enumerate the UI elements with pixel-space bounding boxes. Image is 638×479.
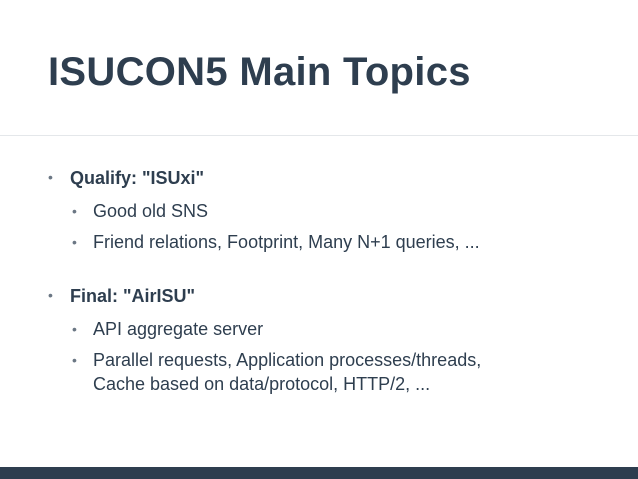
- bullet-icon: •: [72, 321, 77, 337]
- list-item: • Parallel requests, Application processe…: [72, 348, 481, 396]
- topic-heading-qualify: • Qualify: "ISUxi": [48, 168, 204, 189]
- list-item-text: Friend relations, Footprint, Many N+1 qu…: [93, 232, 480, 252]
- list-item-text: Parallel requests, Application processes…: [93, 348, 481, 396]
- footer-bar: [0, 467, 638, 479]
- title-divider: [0, 135, 638, 136]
- list-item-line: Parallel requests, Application processes…: [93, 350, 482, 370]
- bullet-icon: •: [48, 169, 53, 185]
- topic-heading-final: • Final: "AirISU": [48, 286, 195, 307]
- slide-title: ISUCON5 Main Topics: [48, 50, 471, 94]
- list-item: • Friend relations, Footprint, Many N+1 q…: [72, 230, 480, 255]
- list-item: • Good old SNS: [72, 199, 208, 224]
- list-item-text: Good old SNS: [93, 201, 209, 221]
- list-item-text: API aggregate server: [93, 319, 264, 339]
- bullet-icon: •: [72, 352, 77, 368]
- bullet-icon: •: [72, 234, 77, 250]
- list-item: • API aggregate server: [72, 317, 263, 342]
- bullet-icon: •: [48, 287, 53, 303]
- list-item-line: Cache based on data/protocol, HTTP/2, ..…: [93, 374, 431, 394]
- bullet-icon: •: [72, 203, 77, 219]
- topic-heading-text: Qualify: "ISUxi": [70, 168, 205, 188]
- topic-heading-text: Final: "AirISU": [70, 286, 196, 306]
